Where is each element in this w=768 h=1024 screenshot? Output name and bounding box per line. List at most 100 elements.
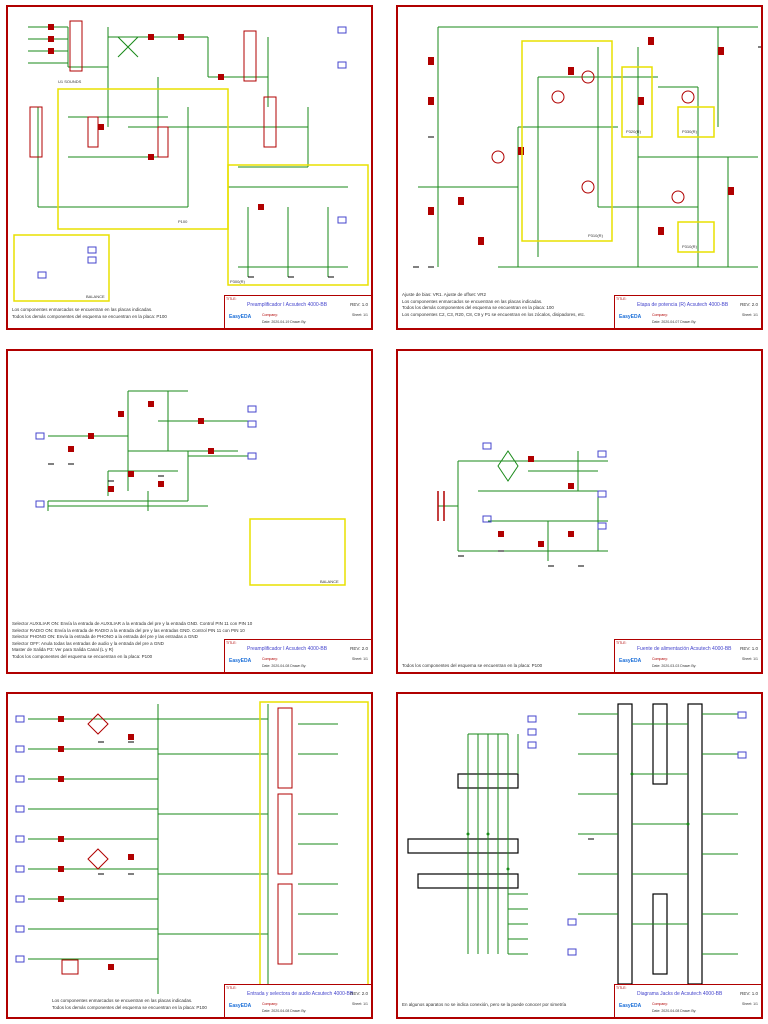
title-block: TITLE: Preamplificador I Acsutech 4000-B… <box>224 295 371 328</box>
date-value: 2020-04-08 <box>661 1009 680 1013</box>
region-label: P330(R) <box>682 129 697 134</box>
note-line: Selector RADIO ON: Envía la entrada de R… <box>12 627 245 633</box>
note-line: Selector AUXILIAR ON: Envía la entrada d… <box>12 621 253 626</box>
sheet-number: Sheet: 1/1 <box>742 657 758 661</box>
date-line: Date: 2020-04-19 Drawn By: <box>262 320 306 324</box>
title-label: TITLE: <box>616 641 627 645</box>
schematic-sheet-power-supply: Todos los componentes del esquema se enc… <box>396 349 763 674</box>
revision: REV: 1.0 <box>740 991 758 996</box>
date-value: 2020-04-08 <box>271 664 290 668</box>
note-line: Los componentes enmarcados se encuentran… <box>12 307 153 312</box>
date-label: Date: <box>652 320 661 324</box>
date-label: Date: <box>262 664 271 668</box>
date-value: 2020-03-03 <box>661 664 680 668</box>
sheet-title: Preamplificador I Acsutech 4000-BB <box>247 302 328 308</box>
title-label: TITLE: <box>226 641 237 645</box>
schematic-sheet-power-amp: P310(R) P320(R) P330(R) P310(R) Ajuste d… <box>396 5 763 330</box>
note-line: Todos los componentes del esquema se enc… <box>12 653 153 659</box>
schematic-drawing <box>13 20 369 302</box>
note-line: Todos los demás componentes del esquema … <box>402 305 554 310</box>
schematic-drawing <box>407 703 747 985</box>
note-line: Los componentes enmarcados se encuentran… <box>52 998 193 1003</box>
title-label: TITLE: <box>616 297 627 301</box>
region-label: BALANCE <box>320 579 339 584</box>
note-line: En algunos aparatos no se indica conexió… <box>402 1002 567 1007</box>
sheet-notes: Todos los componentes del esquema se enc… <box>402 663 542 670</box>
note-line: Ajuste de bias: VR1. Ajuste de offset: V… <box>402 292 486 297</box>
title-block: TITLE: Etapa de potencia (R) Acsutech 40… <box>614 295 761 328</box>
region-label: U1 SOUNDS <box>58 79 82 84</box>
sheet-title: Diagrama Jacks de Acsutech 4000-BB <box>637 991 723 997</box>
sheet-number: Sheet: 1/1 <box>352 313 368 317</box>
date-value: 2020-04-08 <box>271 1009 290 1013</box>
note-line: Los componentes C2, C3, R20, C8, C9 y P1… <box>402 311 586 317</box>
sheet-notes: Ajuste de bias: VR1. Ajuste de offset: V… <box>402 292 585 318</box>
region-label: P310(R) <box>682 244 697 249</box>
schematic-drawing <box>35 390 346 586</box>
date-line: Date: 2020-04-07 Drawn By: <box>652 320 696 324</box>
easyeda-logo: EasyEDA <box>229 1003 252 1009</box>
date-label: Date: <box>652 1009 661 1013</box>
date-line: Date: 2020-04-08 Drawn By: <box>262 1009 306 1013</box>
note-line: Todos los demás componentes del esquema … <box>52 1004 207 1010</box>
title-block: TITLE: Diagrama Jacks de Acsutech 4000-B… <box>614 984 761 1017</box>
note-line: Master de Salida P3: Ver para Salida Can… <box>12 647 114 652</box>
note-line: Selector PHONO ON: Envía la entrada de P… <box>12 634 198 639</box>
drawn-label: Drawn By: <box>680 1009 697 1013</box>
sheet-notes: Los componentes enmarcados se encuentran… <box>52 998 207 1011</box>
company-label: Company: <box>652 313 668 317</box>
schematic-drawing <box>15 701 369 995</box>
easyeda-logo: EasyEDA <box>619 314 642 320</box>
title-block: TITLE: Entrada y selectora de audio Acsu… <box>224 984 371 1017</box>
schematic-drawing <box>413 26 761 268</box>
title-block: TITLE: Fuente de alimentación Acsutech 4… <box>614 639 761 672</box>
company-label: Company: <box>262 313 278 317</box>
sheet-title: Etapa de potencia (R) Acsutech 4000-BB <box>637 302 729 308</box>
sheet-title: Entrada y selectora de audio Acsutech 40… <box>247 991 354 997</box>
easyeda-logo: EasyEDA <box>619 658 642 664</box>
date-value: 2020-04-07 <box>661 320 680 324</box>
revision: REV: 2.0 <box>350 646 368 651</box>
drawn-label: Drawn By: <box>680 320 697 324</box>
note-line: Selector OFF: Anula todas las entradas d… <box>12 640 164 646</box>
date-label: Date: <box>262 320 271 324</box>
revision: REV: 2.0 <box>740 302 758 307</box>
title-block: TITLE: Preamplificador I Acsutech 4000-B… <box>224 639 371 672</box>
revision: REV: 2.0 <box>350 991 368 996</box>
note-line: Todos los demás componentes del esquema … <box>12 313 167 319</box>
company-label: Company: <box>262 657 278 661</box>
schematic-sheet-preamp-2: BALANCE Selector AUXILIAR ON: Envía la e… <box>6 349 373 674</box>
title-label: TITLE: <box>226 297 237 301</box>
revision: REV: 1.0 <box>350 302 368 307</box>
easyeda-logo: EasyEDA <box>229 658 252 664</box>
region-label: BALANCE <box>86 294 105 299</box>
region-label: P320(R) <box>626 129 641 134</box>
schematic-drawing <box>437 442 608 567</box>
date-line: Date: 2020-04-08 Drawn By: <box>652 1009 696 1013</box>
revision: REV: 1.0 <box>740 646 758 651</box>
schematic-sheet-jacks: En algunos aparatos no se indica conexió… <box>396 692 763 1019</box>
sheet-notes: En algunos aparatos no se indica conexió… <box>402 1002 566 1009</box>
region-label: P100 <box>178 219 188 224</box>
drawn-label: Drawn By: <box>680 664 697 668</box>
date-line: Date: 2020-03-03 Drawn By: <box>652 664 696 668</box>
sheet-title: Preamplificador I Acsutech 4000-BB <box>247 646 328 652</box>
note-line: Los componentes enmarcados se encuentran… <box>402 298 543 304</box>
date-value: 2020-04-19 <box>271 320 290 324</box>
sheet-number: Sheet: 1/1 <box>352 1002 368 1006</box>
drawn-label: Drawn By: <box>290 320 307 324</box>
date-label: Date: <box>652 664 661 668</box>
schematic-sheet-preamp-1: P100 P300(R) BALANCE U1 SOUNDS Los compo… <box>6 5 373 330</box>
easyeda-logo: EasyEDA <box>619 1003 642 1009</box>
company-label: Company: <box>652 1002 668 1006</box>
drawn-label: Drawn By: <box>290 1009 307 1013</box>
company-label: Company: <box>652 657 668 661</box>
drawn-label: Drawn By: <box>290 664 307 668</box>
title-label: TITLE: <box>226 986 237 990</box>
note-line: Todos los componentes del esquema se enc… <box>402 663 543 668</box>
sheet-number: Sheet: 1/1 <box>742 1002 758 1006</box>
date-line: Date: 2020-04-08 Drawn By: <box>262 664 306 668</box>
company-label: Company: <box>262 1002 278 1006</box>
sheet-number: Sheet: 1/1 <box>352 657 368 661</box>
sheet-number: Sheet: 1/1 <box>742 313 758 317</box>
